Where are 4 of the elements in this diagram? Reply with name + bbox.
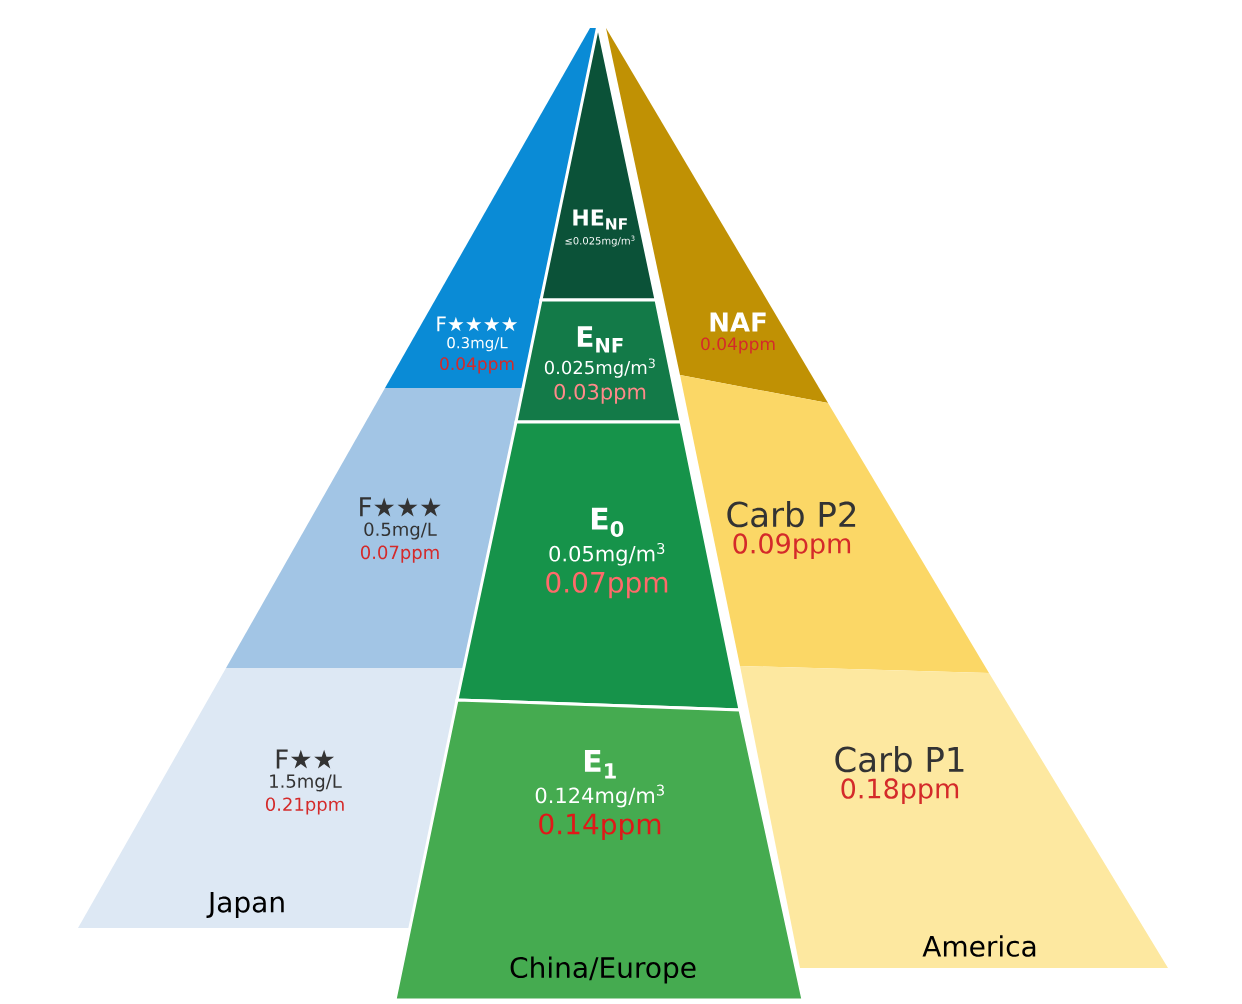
- region-label: America: [922, 935, 1036, 957]
- region-label: China/Europe: [510, 956, 696, 984]
- region-label: Japan: [206, 891, 284, 919]
- pyramid-band: Carb P2 0.09ppm: [680, 375, 989, 673]
